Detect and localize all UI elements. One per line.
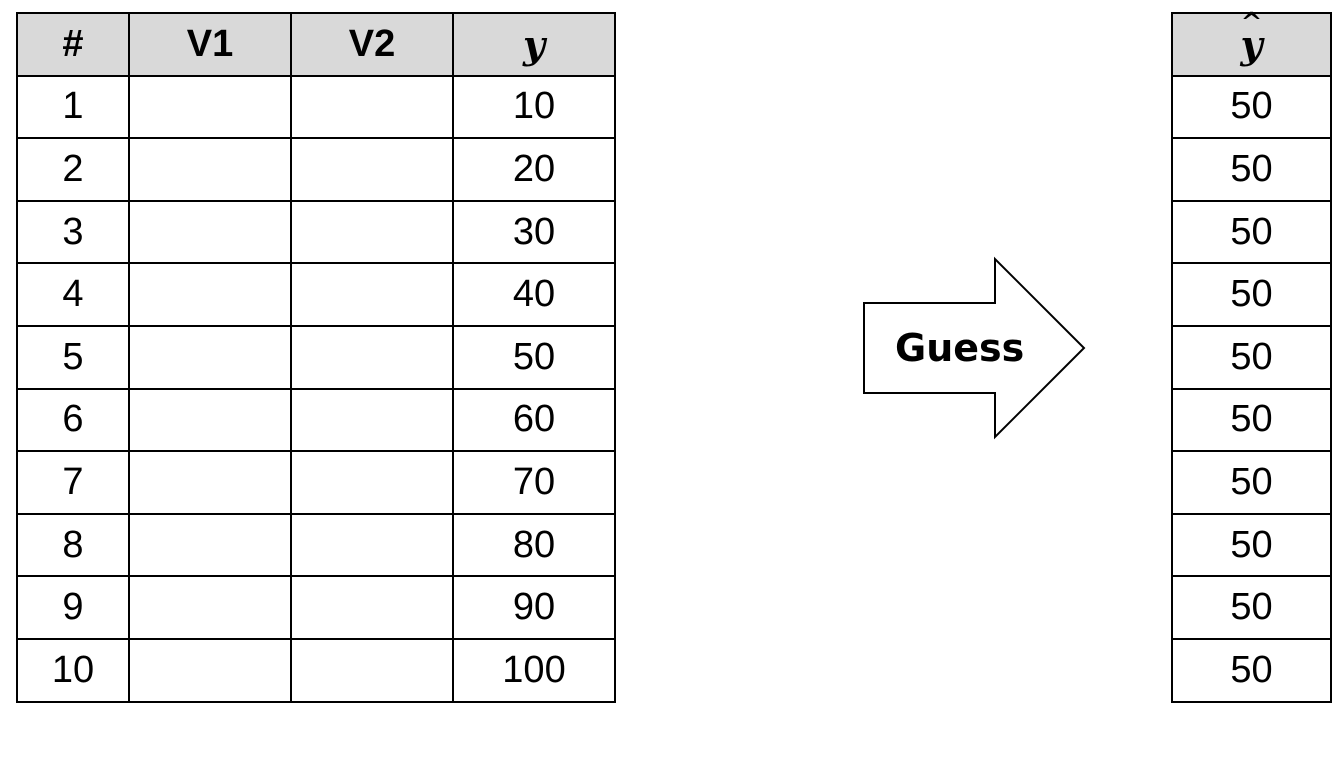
y-cell: 50 — [452, 324, 616, 390]
v2-cell — [290, 575, 454, 640]
v2-cell — [290, 74, 454, 140]
table-row: 9 90 — [16, 575, 616, 640]
data-table-body: 1 10 2 20 3 30 4 40 5 50 6 60 7 70 8 80 9 90 10 100 — [16, 74, 616, 703]
v1-cell — [128, 575, 292, 640]
table-row: 8 80 — [16, 512, 616, 578]
v1-cell — [128, 324, 292, 390]
table-row: 2 20 — [16, 137, 616, 202]
v2-cell — [290, 324, 454, 390]
y-cell: 30 — [452, 199, 616, 265]
table-row: 10 100 — [16, 637, 616, 703]
v2-cell — [290, 199, 454, 265]
v1-cell — [128, 137, 292, 202]
row-index-cell: 4 — [16, 262, 130, 327]
prediction-row: 50 — [1171, 575, 1332, 640]
column-header-index: # — [16, 12, 130, 77]
table-row: 6 60 — [16, 387, 616, 453]
prediction-header-row: ^ y — [1171, 8, 1332, 77]
y-hat-cell: 50 — [1171, 450, 1332, 515]
y-hat-symbol: ^ y — [1240, 8, 1263, 67]
prediction-row: 50 — [1171, 637, 1332, 703]
prediction-row: 50 — [1171, 137, 1332, 202]
y-cell: 90 — [452, 575, 616, 640]
v2-cell — [290, 637, 454, 703]
y-hat-cell: 50 — [1171, 74, 1332, 140]
v2-cell — [290, 262, 454, 327]
row-index-cell: 10 — [16, 637, 130, 703]
table-row: 1 10 — [16, 74, 616, 140]
table-row: 5 50 — [16, 324, 616, 390]
y-hat-cell: 50 — [1171, 637, 1332, 703]
column-header-y: y — [452, 12, 616, 77]
y-hat-cell: 50 — [1171, 512, 1332, 578]
y-cell: 80 — [452, 512, 616, 578]
column-header-v2: V2 — [290, 12, 454, 77]
guess-label: Guess — [895, 326, 1025, 370]
prediction-row: 50 — [1171, 74, 1332, 140]
v1-cell — [128, 637, 292, 703]
y-cell: 70 — [452, 450, 616, 515]
prediction-row: 50 — [1171, 324, 1332, 390]
v2-cell — [290, 387, 454, 453]
table-row: 3 30 — [16, 199, 616, 265]
y-hat-cell: 50 — [1171, 262, 1332, 327]
y-hat-cell: 50 — [1171, 199, 1332, 265]
table-row: 7 70 — [16, 450, 616, 515]
row-index-cell: 6 — [16, 387, 130, 453]
row-index-cell: 8 — [16, 512, 130, 578]
y-cell: 100 — [452, 637, 616, 703]
y-cell: 60 — [452, 387, 616, 453]
row-index-cell: 1 — [16, 74, 130, 140]
v1-cell — [128, 387, 292, 453]
guess-arrow — [863, 256, 1086, 440]
prediction-row: 50 — [1171, 262, 1332, 327]
y-hat-letter: y — [1240, 21, 1263, 67]
y-hat-cell: 50 — [1171, 137, 1332, 202]
v1-cell — [128, 262, 292, 327]
v1-cell — [128, 199, 292, 265]
prediction-row: 50 — [1171, 199, 1332, 265]
y-hat-cell: 50 — [1171, 324, 1332, 390]
row-index-cell: 9 — [16, 575, 130, 640]
prediction-row: 50 — [1171, 387, 1332, 453]
v2-cell — [290, 137, 454, 202]
y-cell: 20 — [452, 137, 616, 202]
v2-cell — [290, 512, 454, 578]
row-index-cell: 5 — [16, 324, 130, 390]
y-cell: 40 — [452, 262, 616, 327]
arrow-shape — [863, 256, 1086, 440]
v1-cell — [128, 512, 292, 578]
v1-cell — [128, 450, 292, 515]
prediction-row: 50 — [1171, 512, 1332, 578]
row-index-cell: 3 — [16, 199, 130, 265]
y-hat-cell: 50 — [1171, 575, 1332, 640]
y-cell: 10 — [452, 74, 616, 140]
header-row: # V1 V2 y — [16, 12, 616, 77]
v1-cell — [128, 74, 292, 140]
hat-accent: ^ — [1240, 7, 1263, 38]
y-hat-cell: 50 — [1171, 387, 1332, 453]
column-header-v1: V1 — [128, 12, 292, 77]
column-header-y-hat: ^ y — [1171, 8, 1332, 77]
row-index-cell: 2 — [16, 137, 130, 202]
v2-cell — [290, 450, 454, 515]
table-row: 4 40 — [16, 262, 616, 327]
row-index-cell: 7 — [16, 450, 130, 515]
prediction-row: 50 — [1171, 450, 1332, 515]
